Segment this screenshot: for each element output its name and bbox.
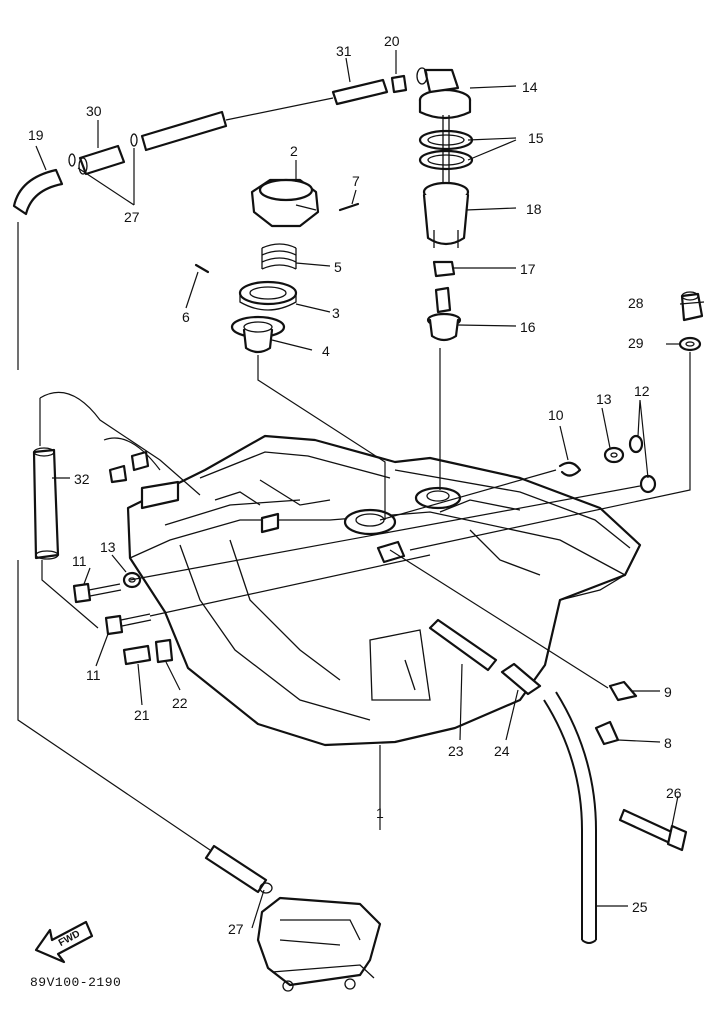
figure-code: 89V100-2190 [30,975,121,990]
grommet [680,291,704,322]
washer-29 [678,336,702,352]
pin-6 [194,263,210,274]
hose-31 [331,78,389,106]
callout-10: 10 [548,407,564,423]
callout-16: 16 [520,319,536,335]
callout-11-lower: 11 [86,667,101,683]
hose-23 [428,618,498,672]
pump-sleeve [422,181,470,248]
bolt-11a [72,582,122,604]
callout-23: 23 [448,743,464,759]
callout-19: 19 [28,127,44,143]
callout-11-upper: 11 [72,553,87,569]
callout-7: 7 [352,173,360,189]
callout-13-left: 13 [100,539,116,555]
cap-21 [122,644,152,666]
clamp-left-a [108,464,128,484]
fuel-cap [250,178,320,228]
spring [261,243,297,270]
pin-7 [338,202,360,212]
clip-8 [594,720,620,746]
callouts: 31 20 14 15 18 17 16 28 29 30 19 27 2 7 … [28,33,682,937]
clip-20 [390,74,408,94]
callout-6: 6 [182,309,190,325]
callout-8: 8 [664,735,672,751]
strap-26 [618,808,688,852]
bolt-11b [104,613,152,636]
callout-30: 30 [86,103,102,119]
clamp-27a [68,153,76,167]
callout-32: 32 [74,471,90,487]
clamp-27b [130,133,138,147]
fitting-24 [500,662,542,696]
hose-19 [12,168,64,216]
callout-9: 9 [664,684,672,700]
callout-29: 29 [628,335,644,351]
callout-12: 12 [634,383,650,399]
callout-24: 24 [494,743,510,759]
callout-18: 18 [526,201,542,217]
callout-22: 22 [172,695,188,711]
fuel-tank [126,434,642,747]
hose-clip-17 [432,260,456,278]
hose-25 [543,691,597,944]
callout-2: 2 [290,143,298,159]
clip-22 [154,638,174,664]
leader-lines [17,50,705,929]
callout-20: 20 [384,33,400,49]
o-rings [418,129,474,171]
callout-3: 3 [332,305,340,321]
clamp-27-lower [259,882,273,894]
callout-31: 31 [336,43,352,59]
callout-5: 5 [334,259,342,275]
fwd-arrow-icon: FWD [34,920,94,964]
filter-32 [32,447,60,560]
hose-upper [140,110,228,152]
callout-14: 14 [522,79,538,95]
clamp-left-b [130,450,150,472]
callout-17: 17 [520,261,536,277]
carburetor [256,896,382,992]
ring-seal [238,280,298,311]
washer-13 [603,446,625,464]
callout-28: 28 [628,295,644,311]
hose-lower [204,844,268,894]
clip-9 [608,680,638,702]
pump-shaft [442,115,450,185]
callout-21: 21 [134,707,150,723]
callout-13-right: 13 [596,391,612,407]
clips-12 [628,434,657,494]
clip-10 [558,461,582,477]
callout-1: 1 [376,805,384,821]
callout-26: 26 [666,785,682,801]
callout-25: 25 [632,899,648,915]
callout-27-bottom: 27 [228,921,244,937]
joint-30 [78,144,126,176]
fuel-pump-head [416,67,472,120]
filler-adapter [230,315,286,354]
callout-4: 4 [322,343,330,359]
callout-27-top: 27 [124,209,140,225]
valve [426,286,462,342]
callout-15: 15 [528,130,544,146]
